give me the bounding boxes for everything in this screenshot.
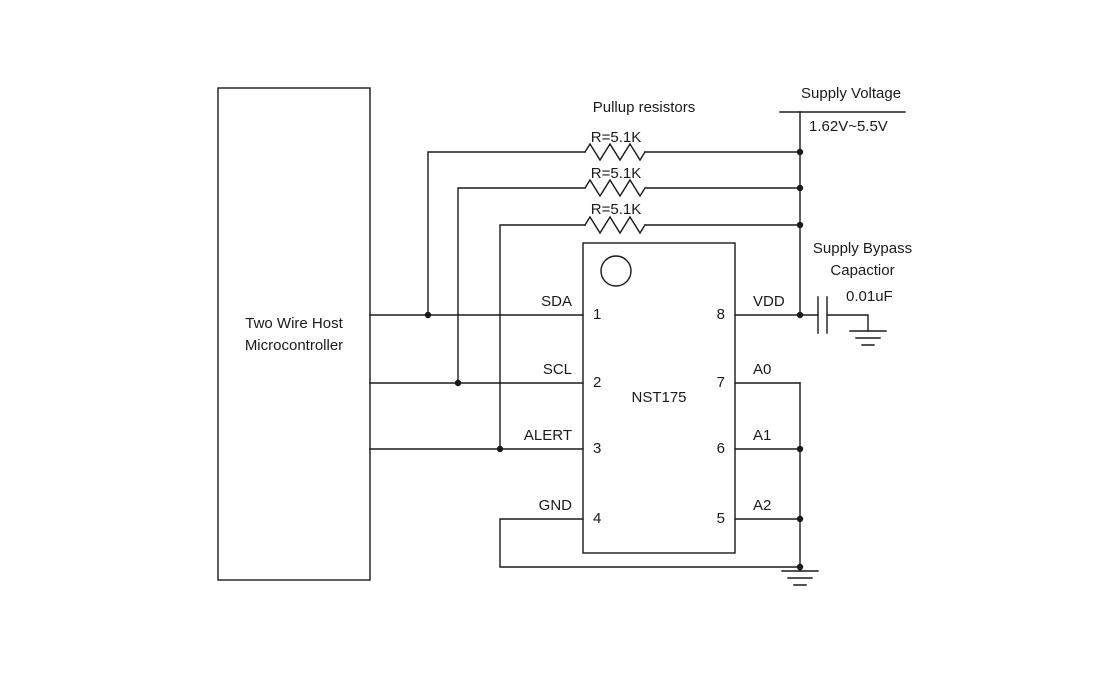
junction-dot xyxy=(796,221,804,229)
host-microcontroller-box xyxy=(217,87,371,581)
bottom-ground-icon xyxy=(781,570,819,586)
host-label-line1: Two Wire Host xyxy=(245,315,343,332)
bypass-capacitor-label: Supply Bypass Capactior xyxy=(790,238,935,282)
resistor3-symbol xyxy=(584,215,646,235)
bypass-label-line2: Capactior xyxy=(830,262,895,279)
pin-label-vdd: VDD xyxy=(753,293,785,310)
pin-label-alert: ALERT xyxy=(523,427,572,444)
pin-number-5: 5 xyxy=(716,510,725,527)
pin-label-gnd: GND xyxy=(538,497,572,514)
pullup2-wire xyxy=(457,187,801,384)
pullup-resistors-heading: Pullup resistors xyxy=(592,99,696,116)
junction-dot xyxy=(796,184,804,192)
bypass-label-line1: Supply Bypass xyxy=(812,240,913,257)
bypass-capacitor-value: 0.01uF xyxy=(846,288,893,305)
pullup1-wire xyxy=(427,151,801,316)
pin-number-8: 8 xyxy=(716,306,725,323)
pin-label-scl: SCL xyxy=(542,361,572,378)
capacitor-ground-wire xyxy=(826,314,869,332)
pin-number-1: 1 xyxy=(593,306,602,323)
junction-dot xyxy=(796,563,804,571)
junction-dot xyxy=(796,311,804,319)
supply-voltage-title: Supply Voltage xyxy=(801,85,902,102)
resistor2-value: R=5.1K xyxy=(590,165,642,182)
gnd-wire xyxy=(499,518,801,568)
pin1-indicator-icon xyxy=(600,255,632,287)
host-microcontroller-label: Two Wire Host Microcontroller xyxy=(218,313,370,357)
pin-label-a1: A1 xyxy=(753,427,772,444)
ic-name: NST175 xyxy=(631,389,687,406)
resistor1-value: R=5.1K xyxy=(590,129,642,146)
resistor3-value: R=5.1K xyxy=(590,201,642,218)
capacitor-ground-icon xyxy=(849,330,887,346)
junction-dot xyxy=(424,311,432,319)
pin-label-sda: SDA xyxy=(541,293,572,310)
pullup3-wire xyxy=(499,224,801,450)
junction-dot xyxy=(454,379,462,387)
resistor1-symbol xyxy=(584,142,646,162)
pin-label-a2: A2 xyxy=(753,497,772,514)
pin-number-7: 7 xyxy=(716,374,725,391)
junction-dot xyxy=(796,515,804,523)
pin-number-4: 4 xyxy=(593,510,602,527)
host-label-line2: Microcontroller xyxy=(244,337,344,354)
pin-number-2: 2 xyxy=(593,374,602,391)
supply-voltage-range: 1.62V~5.5V xyxy=(809,118,888,135)
junction-dots xyxy=(424,148,804,571)
pin-label-a0: A0 xyxy=(753,361,772,378)
junction-dot xyxy=(796,148,804,156)
resistor2-symbol xyxy=(584,178,646,198)
ic-body xyxy=(582,242,736,554)
pin-number-6: 6 xyxy=(716,440,725,457)
pin-number-3: 3 xyxy=(593,440,602,457)
junction-dot xyxy=(496,445,504,453)
junction-dot xyxy=(796,445,804,453)
